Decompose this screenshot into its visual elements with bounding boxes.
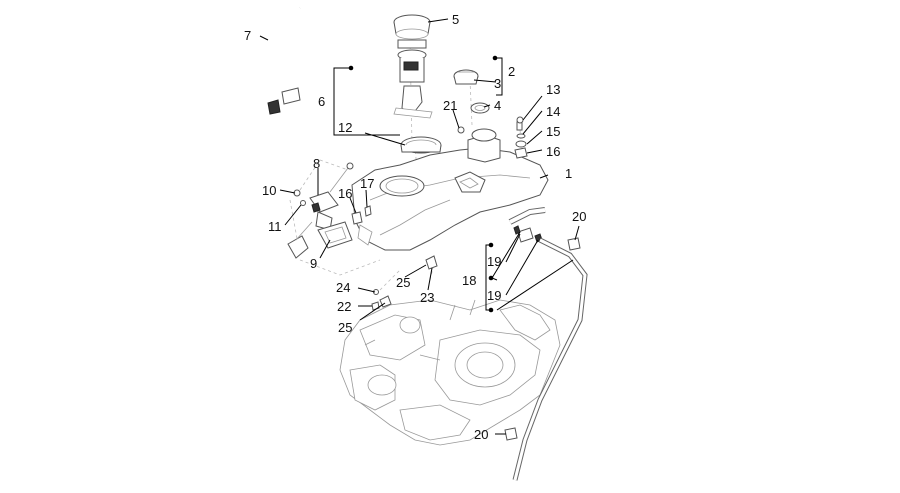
callout-21: 21	[443, 98, 457, 113]
callout-4: 4	[494, 98, 501, 113]
callout-24: 24	[336, 280, 350, 295]
callout-19-bottom: 19	[487, 288, 501, 303]
engine-illustration	[339, 299, 561, 446]
fuel-pump-assembly	[393, 14, 442, 154]
callout-18: 18	[462, 273, 476, 288]
breather-hose	[238, 6, 302, 115]
callout-12: 12	[338, 120, 352, 135]
callout-25-top: 25	[396, 275, 410, 290]
callout-7: 7	[244, 28, 251, 43]
callout-16-right: 16	[546, 144, 560, 159]
fuel-hoses	[504, 207, 588, 481]
leader-lines	[259, 18, 580, 435]
callout-13: 13	[546, 82, 560, 97]
callout-9: 9	[310, 256, 317, 271]
callout-16-left: 16	[338, 186, 352, 201]
callout-20-bottom: 20	[474, 427, 488, 442]
callout-11: 11	[268, 219, 282, 234]
callout-5: 5	[452, 12, 459, 27]
callout-17: 17	[360, 176, 374, 191]
callout-19-top: 19	[487, 254, 501, 269]
filler-cap-parts	[453, 69, 490, 134]
level-sensor-parts	[287, 162, 354, 259]
callout-10: 10	[262, 183, 276, 198]
callout-2: 2	[508, 64, 515, 79]
callout-23: 23	[420, 290, 434, 305]
fasteners-right	[514, 116, 528, 159]
callout-14: 14	[546, 104, 560, 119]
callout-3: 3	[494, 76, 501, 91]
callout-25-bottom: 25	[338, 320, 352, 335]
callout-1: 1	[565, 166, 572, 181]
fuel-tank	[351, 128, 549, 251]
callout-15: 15	[546, 124, 560, 139]
callout-20-top: 20	[572, 209, 586, 224]
callout-8: 8	[313, 156, 320, 171]
bracket-dots	[348, 55, 498, 313]
callout-labels: 1 2 3 4 5 6 7 8 9 10 11 12 13 14 15 16 1…	[244, 12, 586, 442]
callout-22: 22	[337, 299, 351, 314]
callout-6: 6	[318, 94, 325, 109]
fittings-left	[351, 205, 438, 311]
